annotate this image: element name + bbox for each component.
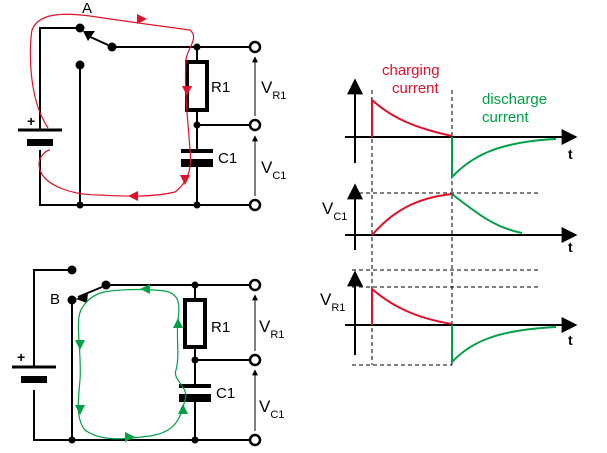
discharge-arrow-icon-top	[140, 284, 150, 294]
switch-b-arrow-icon	[76, 292, 88, 303]
graph-vr-label: VR1	[320, 290, 345, 314]
graph3-t-label: t	[568, 332, 573, 348]
junction-b-mid	[191, 356, 199, 364]
switch-a-pivot[interactable]	[107, 42, 117, 52]
terminal-b-bottom	[248, 433, 262, 447]
discharge-current-label-1: discharge	[482, 91, 547, 108]
terminal-b-mid	[248, 353, 262, 367]
capacitor-b-plate-bottom	[179, 394, 211, 402]
switch-a-contact-top[interactable]	[75, 23, 85, 33]
circuit-b: B R1 C1 + VR1 VC1	[12, 265, 284, 447]
resistor-a-label: R1	[211, 79, 230, 96]
discharge-current-path	[77, 288, 187, 440]
battery-b-short-plate	[21, 376, 47, 383]
junction-b-bottom	[191, 436, 199, 444]
wire-b-bottom-rail	[33, 390, 252, 441]
terminal-b-top	[248, 278, 262, 292]
charging-arrow-icon-right	[182, 86, 192, 96]
battery-b-plus: +	[17, 349, 25, 365]
charging-current-curve	[371, 97, 453, 137]
switch-b-blade[interactable]	[77, 286, 103, 298]
vc-charge-curve	[371, 193, 453, 236]
discharge-current-curve	[451, 137, 557, 180]
vc-discharge-curve	[451, 193, 523, 234]
junction-a-top	[193, 43, 201, 51]
resistor-b-label: R1	[211, 319, 230, 336]
resistor-b	[183, 298, 207, 349]
circuit-a: A R1 C1 + VR1 VC1	[18, 0, 286, 212]
switch-a-label: A	[82, 0, 92, 17]
switch-a-contact-bottom[interactable]	[75, 60, 85, 70]
discharge-arrow-icon-bottom	[125, 432, 135, 442]
charging-current-label-2: current	[392, 80, 440, 97]
wire-b-battery-top	[33, 269, 72, 367]
capacitor-a-label: C1	[218, 150, 237, 167]
vc-b-label: VC1	[259, 397, 284, 421]
vr-charge-curve	[371, 286, 453, 325]
switch-b-contact-top[interactable]	[67, 265, 77, 275]
junction-a-mid	[193, 121, 201, 129]
terminal-a-mid	[248, 118, 262, 132]
charging-current-label-1: charging	[382, 62, 440, 79]
discharge-arrow-icon-cap	[178, 404, 188, 414]
vc-a-label: VC1	[261, 158, 286, 182]
capacitor-b-label: C1	[216, 385, 235, 402]
vr-discharge-curve	[451, 325, 557, 365]
charging-arrow-icon-bottom	[128, 191, 138, 201]
graph2-t-label: t	[568, 239, 573, 255]
switch-b-label: B	[50, 291, 60, 308]
discharge-current-label-2: current	[482, 109, 530, 126]
discharge-arrow-icon-left-low	[75, 405, 85, 415]
battery-a-plus: +	[27, 113, 35, 129]
junction-b-bottom-left	[68, 436, 76, 444]
vr-b-label: VR1	[259, 317, 284, 341]
terminal-a-bottom	[248, 198, 262, 212]
graph-vc-label: VC1	[322, 199, 347, 223]
charging-arrow-icon-top	[137, 14, 147, 24]
terminal-a-top	[248, 40, 262, 54]
discharge-arrow-icon-right	[173, 318, 183, 328]
wire-a-battery-top	[39, 27, 80, 130]
switch-a-arrow-icon	[83, 31, 95, 41]
junction-b-top	[191, 281, 199, 289]
charging-current-path	[29, 13, 195, 197]
switch-b-contact-bottom[interactable]	[67, 295, 77, 305]
switch-b-pivot[interactable]	[101, 280, 111, 290]
battery-a-short-plate	[27, 139, 53, 146]
discharge-arrow-icon-left-high	[75, 340, 85, 350]
vr-a-label: VR1	[261, 78, 286, 102]
charging-arrow-icon-cap	[180, 175, 190, 185]
graph1-t-label: t	[568, 146, 573, 162]
capacitor-a-plate-bottom	[181, 159, 213, 167]
junction-a-bottom-left	[76, 201, 84, 209]
graphs: t charging current discharge current t V…	[320, 62, 578, 366]
junction-a-bottom	[193, 201, 201, 209]
